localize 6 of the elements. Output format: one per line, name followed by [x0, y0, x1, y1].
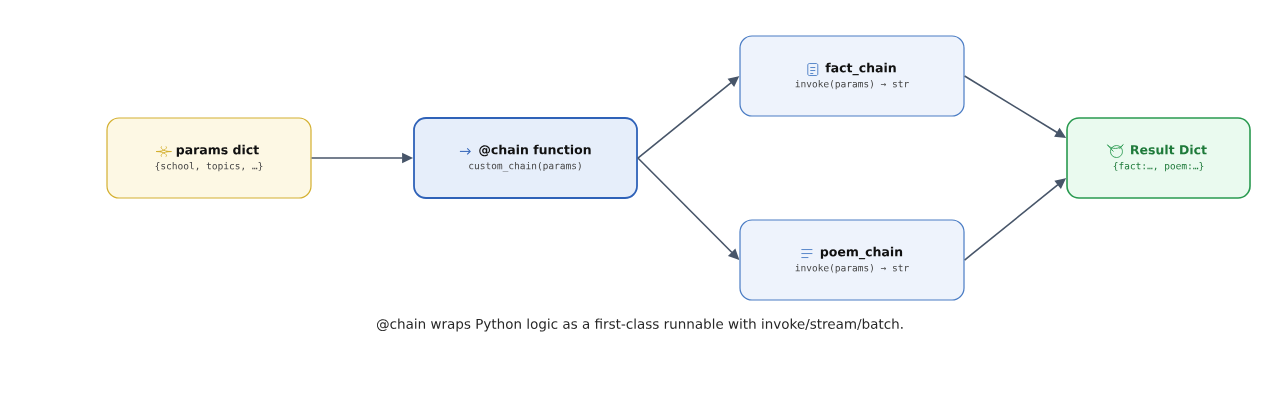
- process-box: @chain function custom_chain(params): [413, 117, 638, 199]
- process-box: params dict {school, topics, …}: [106, 117, 312, 199]
- process-box: Result Dict {fact:…, poem:…}: [1066, 117, 1251, 199]
- process-box: poem_chain invoke(params) → str: [739, 219, 965, 301]
- process-box: fact_chain invoke(params) → str: [739, 35, 965, 117]
- caption: @chain wraps Python logic as a first-class runnable with invoke/stream/batch.: [377, 318, 903, 332]
